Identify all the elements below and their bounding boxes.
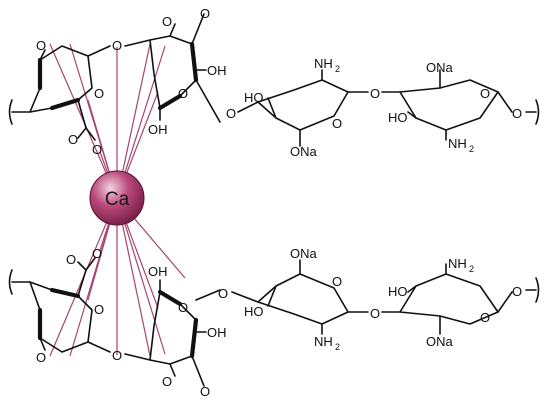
ring-oxygen-label: O — [94, 86, 104, 101]
atom-label-o: O — [162, 14, 172, 29]
lower-glucosamine-ring-1 — [257, 273, 349, 325]
terminal-oxygen-label: O — [512, 106, 522, 121]
amine-subscript: 2 — [469, 144, 474, 154]
glycosidic-oxygen-label: O — [112, 38, 122, 53]
lower-polymer-chain: O O O O O O O OH O OH O HO ONa O NH 2 O — [8, 246, 540, 399]
atom-label-o: O — [162, 374, 172, 389]
ring-oxygen-label: O — [94, 302, 104, 317]
hydroxyl-label: OH — [207, 63, 227, 78]
amine-label: NH — [448, 256, 467, 271]
amine-label: NH — [314, 56, 333, 71]
polymer-bracket-left-top — [8, 99, 13, 125]
polymer-bracket-left-bottom — [8, 269, 13, 295]
carbonyl-oxygen-label: O — [200, 6, 210, 21]
upper-polymer-chain: O O O O O O O OH O OH O HO ONa O N — [8, 6, 540, 159]
upper-glucosamine-ring-1 — [257, 79, 349, 131]
carboxylate-label: ONa — [290, 144, 318, 159]
atom-label-o: O — [92, 246, 102, 261]
ring-oxygen-label: O — [480, 86, 490, 101]
hydroxyl-label: HO — [388, 110, 408, 125]
ring-oxygen-label: O — [332, 274, 342, 289]
ring-oxygen-label: O — [178, 86, 188, 101]
glycosidic-oxygen-label: O — [226, 106, 236, 121]
hydroxyl-label: HO — [244, 304, 264, 319]
ring-oxygen-label: O — [480, 310, 490, 325]
amine-label: NH — [314, 334, 333, 349]
glycosidic-oxygen-label: O — [112, 348, 122, 363]
carboxylate-label: ONa — [290, 246, 318, 261]
hydroxyl-label: OH — [207, 325, 227, 340]
amine-subscript: 2 — [335, 64, 340, 74]
glycosidic-oxygen-label: O — [370, 306, 380, 321]
carbonyl-oxygen-label: O — [200, 384, 210, 399]
calcium-label: Ca — [105, 189, 130, 210]
amine-label: NH — [448, 136, 467, 151]
glycosidic-oxygen-label: O — [218, 286, 228, 301]
upper-glucuronate-ring — [399, 79, 499, 131]
lower-glucuronate-ring — [399, 273, 499, 325]
hydroxyl-label: HO — [244, 90, 264, 105]
carboxylate-label: ONa — [426, 334, 454, 349]
atom-label-o: O — [36, 38, 46, 53]
lower-guluronate-ring-2 — [149, 291, 197, 365]
atom-label-o: O — [68, 132, 78, 147]
carboxylate-label: ONa — [426, 60, 454, 75]
hydroxyl-label: OH — [148, 122, 168, 137]
glycosidic-oxygen-label: O — [370, 86, 380, 101]
atom-label-o: O — [92, 142, 102, 157]
upper-guluronate-ring-2 — [149, 35, 197, 109]
atom-label-o: O — [66, 252, 76, 267]
hydroxyl-label: HO — [388, 284, 408, 299]
polymer-bracket-right-top — [535, 99, 540, 125]
polymer-bracket-right-bottom — [535, 277, 540, 303]
hydroxyl-label: OH — [148, 264, 168, 279]
ring-oxygen-label: O — [332, 116, 342, 131]
amine-subscript: 2 — [335, 342, 340, 352]
calcium-ion: Ca — [89, 170, 145, 226]
atom-label-o: O — [36, 350, 46, 365]
terminal-oxygen-label: O — [512, 284, 522, 299]
ring-oxygen-label: O — [178, 300, 188, 315]
amine-subscript: 2 — [469, 264, 474, 274]
